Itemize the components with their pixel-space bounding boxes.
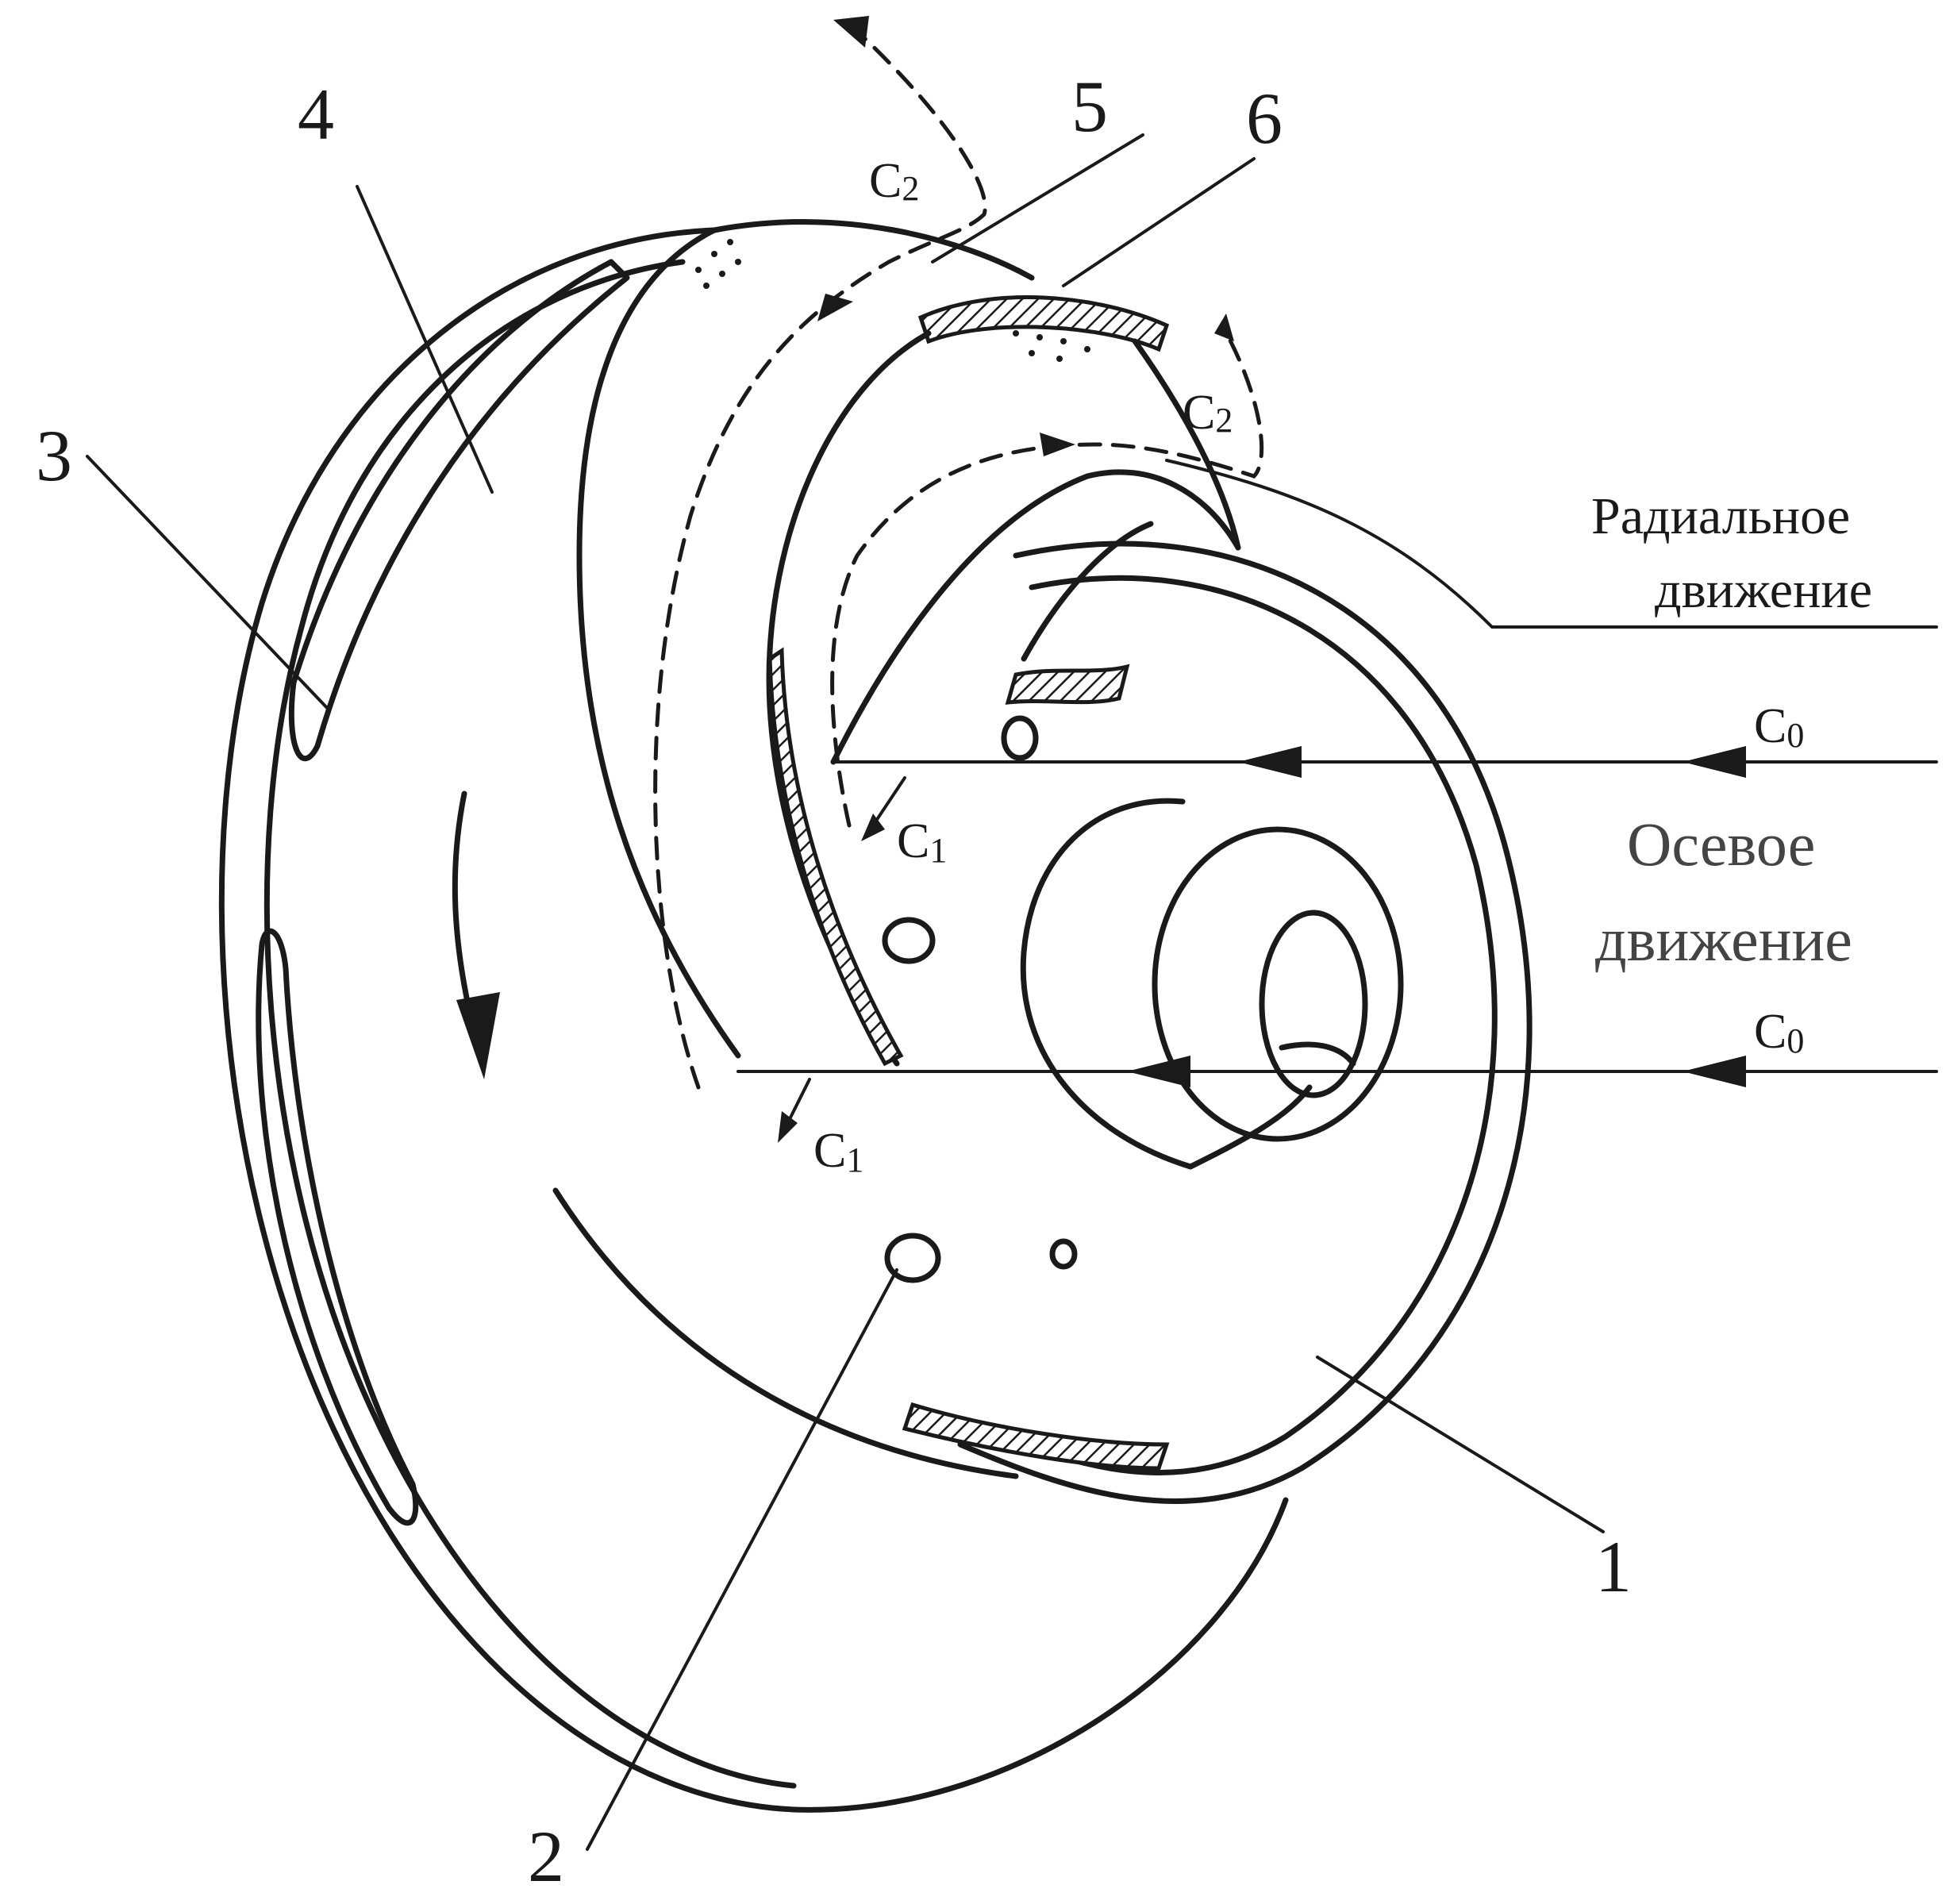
leader-1 xyxy=(1316,1356,1605,1533)
blade-section-inner xyxy=(1005,664,1130,705)
label-6: 6 xyxy=(1246,78,1283,159)
axial-flow-arrows xyxy=(736,746,1938,1143)
balance-hole xyxy=(884,1233,941,1283)
axial-caption-line2: движение xyxy=(1595,905,1852,974)
leader-lines xyxy=(86,133,1938,1851)
radial-caption-line1: Радиальное xyxy=(1591,487,1850,545)
label-2: 2 xyxy=(528,1816,564,1897)
blade-channel xyxy=(766,295,1241,1067)
balance-hole xyxy=(1049,1238,1078,1270)
label-c2-right: C2 xyxy=(1183,386,1233,440)
blade-section-left xyxy=(767,647,904,1067)
leader-radial xyxy=(1165,459,1938,629)
blade-section-top xyxy=(917,295,1170,352)
rim-slot-lower xyxy=(256,928,419,1526)
leader-3 xyxy=(86,455,331,712)
part-numbers: 1 2 3 4 5 6 xyxy=(36,66,1632,1897)
axial-caption-line1: Осевое xyxy=(1627,810,1815,879)
hub xyxy=(882,798,1404,1283)
label-5: 5 xyxy=(1071,66,1108,147)
label-c1-upper: C1 xyxy=(897,814,947,870)
label-4: 4 xyxy=(298,74,334,155)
leader-6 xyxy=(1062,157,1256,287)
leader-4 xyxy=(356,185,494,494)
rear-shroud xyxy=(218,227,1289,1813)
label-1: 1 xyxy=(1595,1526,1632,1607)
radial-caption-line2: движение xyxy=(1655,561,1872,619)
leader-5 xyxy=(931,133,1144,263)
label-c0-lower: C0 xyxy=(1754,1005,1804,1060)
vane-body xyxy=(576,219,1090,1059)
label-c0-upper: C0 xyxy=(1754,699,1804,755)
leader-2 xyxy=(586,1268,898,1851)
label-3: 3 xyxy=(36,415,72,496)
velocity-labels: C2 C2 C1 C1 C0 C0 xyxy=(813,154,1804,1179)
rim-slot-upper xyxy=(288,259,630,762)
label-c1-lower: C1 xyxy=(813,1124,863,1179)
label-c2-top: C2 xyxy=(869,154,919,208)
balance-hole xyxy=(882,917,936,964)
front-shroud-section xyxy=(902,1402,1170,1471)
flow-paths xyxy=(653,16,1264,1090)
front-shroud xyxy=(552,540,1533,1504)
motion-captions: Радиальное движение Осевое движение xyxy=(1591,487,1872,974)
